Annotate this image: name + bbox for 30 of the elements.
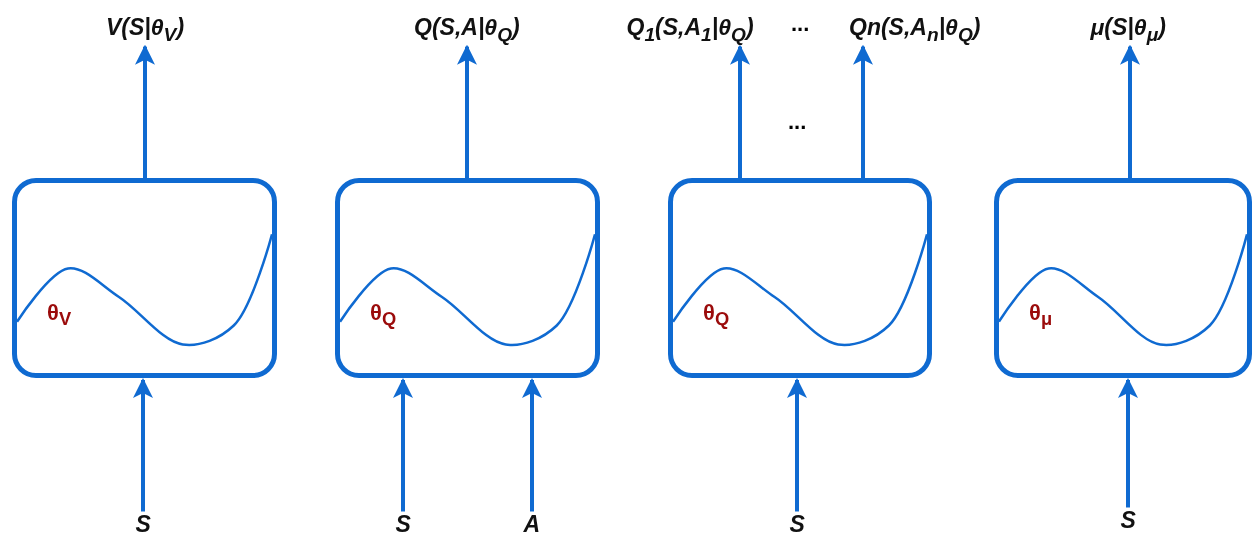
- arrow: [787, 378, 807, 512]
- output-label: μ(S|θ$_{μ}$): [1090, 15, 1166, 45]
- function-box: [12, 178, 277, 378]
- input-label: S: [135, 511, 151, 537]
- parameter-label: θ$_{V}$: [47, 300, 72, 330]
- arrow: [1120, 44, 1140, 178]
- ellipsis-label: ...: [791, 11, 810, 37]
- parameter-label: θ$_{Q}$: [703, 300, 730, 330]
- arrow: [730, 44, 750, 178]
- arrow: [853, 44, 873, 178]
- output-label: Q$_{1}$(S,A$_{1}$|θ$_{Q}$): [626, 15, 754, 45]
- arrow: [457, 44, 477, 178]
- input-label: S: [789, 511, 805, 537]
- function-box: [335, 178, 600, 378]
- parameter-label: θ$_{Q}$: [370, 300, 397, 330]
- arrow: [522, 378, 542, 512]
- function-box: [994, 178, 1252, 378]
- ellipsis-label: ...: [788, 109, 807, 135]
- input-label: A: [523, 511, 541, 537]
- arrow: [133, 378, 153, 512]
- input-label: S: [1120, 507, 1136, 533]
- parameter-label: θ$_{μ}$: [1029, 300, 1053, 330]
- output-label: Q(S,A|θ$_{Q}$): [414, 15, 520, 45]
- arrow: [1118, 378, 1138, 508]
- arrow: [135, 44, 155, 178]
- arrow: [393, 378, 413, 512]
- input-label: S: [395, 511, 411, 537]
- function-box: [668, 178, 932, 378]
- output-label: V(S|θ$_{V}$): [106, 15, 185, 45]
- output-label: Qn(S,A$_{n}$|θ$_{Q}$): [849, 15, 981, 45]
